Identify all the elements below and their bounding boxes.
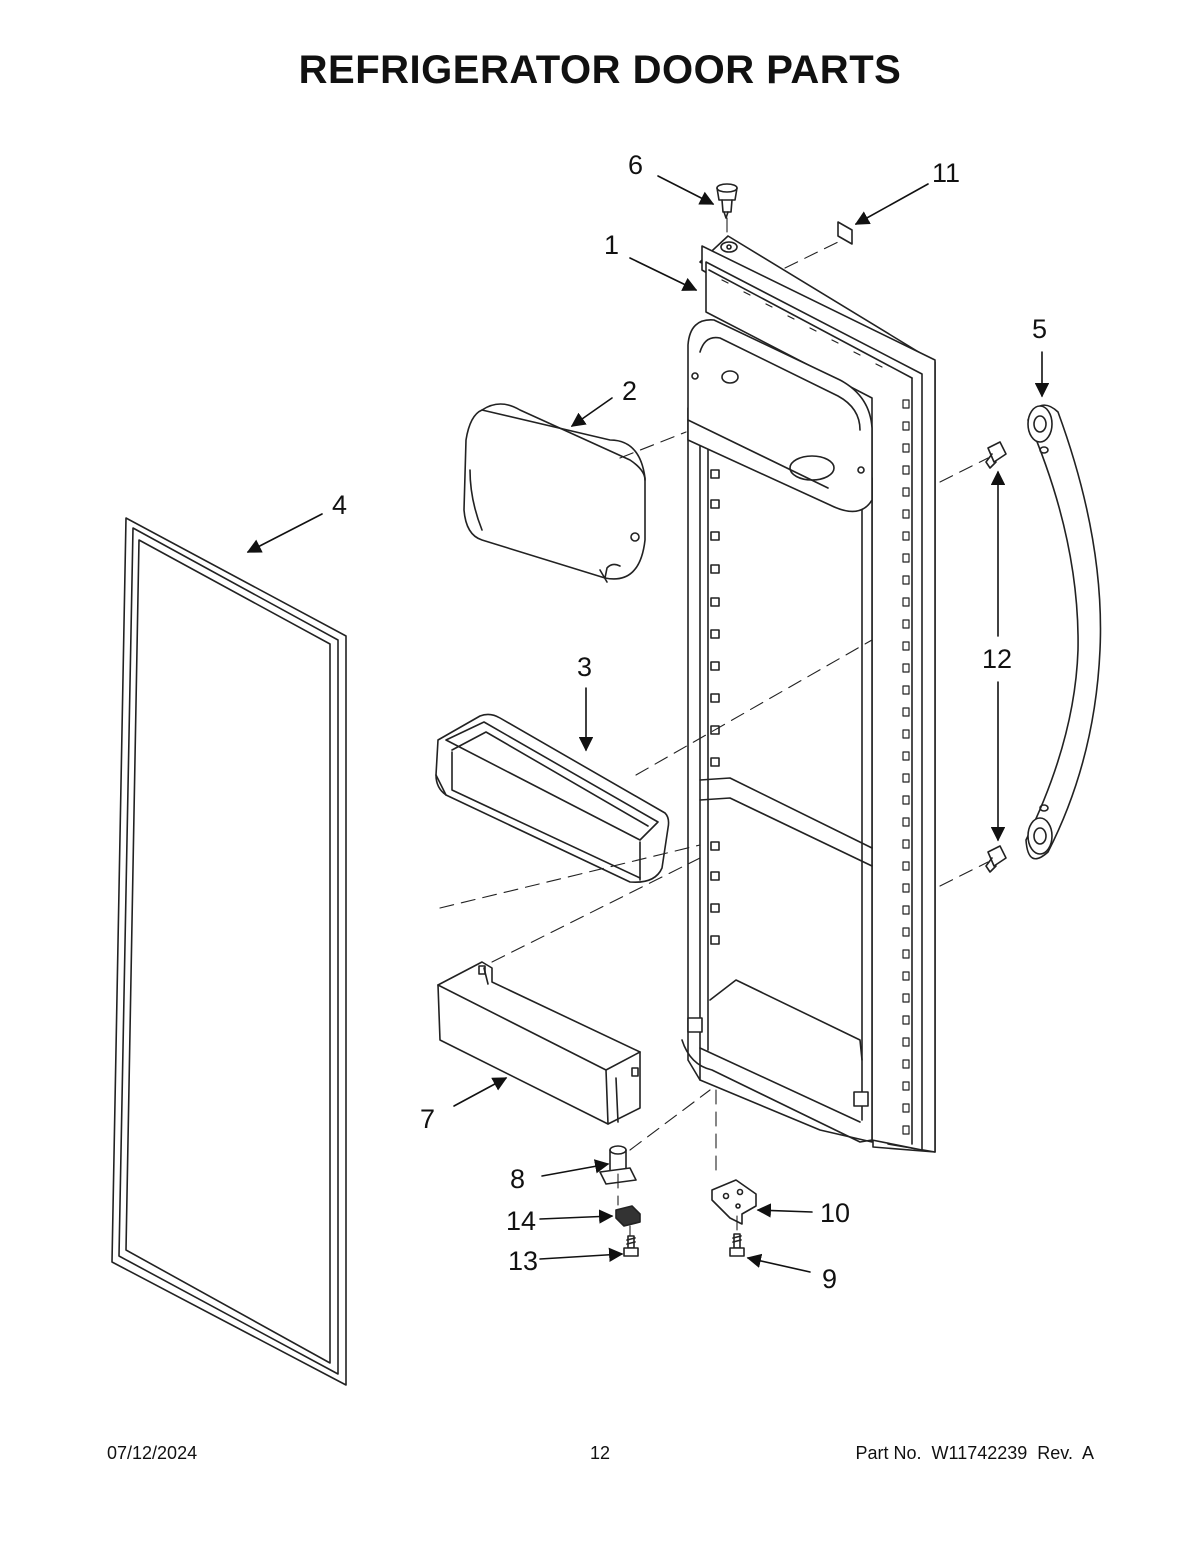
- gasket-slot: [902, 443, 910, 453]
- hinge-pin: [716, 183, 738, 219]
- gasket-slot: [902, 729, 910, 739]
- door-gasket: [111, 517, 347, 1386]
- shelf-peg: [710, 757, 720, 767]
- hinge-bracket: [711, 1179, 757, 1225]
- handle-studs: [985, 441, 1007, 873]
- footer-date: 07/12/2024: [107, 1443, 198, 1463]
- gasket-slot: [902, 663, 910, 673]
- shelf-peg: [710, 469, 720, 479]
- gasket-slot: [902, 817, 910, 827]
- callout-6: 6: [628, 150, 643, 180]
- shelf-peg: [710, 903, 720, 913]
- gasket-slot: [902, 597, 910, 607]
- callout-8: 8: [510, 1164, 525, 1194]
- alignment-lines: [439, 217, 989, 1237]
- gasket-slot: [902, 839, 910, 849]
- callout-9: 9: [822, 1264, 837, 1294]
- gasket-slot: [902, 553, 910, 563]
- dairy-door: [463, 403, 646, 583]
- callout-10: 10: [820, 1198, 850, 1228]
- gasket-slot: [902, 949, 910, 959]
- gasket-slot: [902, 993, 910, 1003]
- shelf-peg: [710, 693, 720, 703]
- gasket-slot: [902, 1103, 910, 1113]
- screw-13: [623, 1235, 639, 1257]
- screw-9: [729, 1233, 745, 1257]
- gasket-slot: [902, 1125, 910, 1135]
- bushing: [615, 1205, 641, 1227]
- gasket-slot: [902, 1037, 910, 1047]
- shelf-peg: [710, 531, 720, 541]
- callout-12: 12: [982, 644, 1012, 674]
- gasket-slot: [902, 1015, 910, 1025]
- door-handle: [1025, 404, 1102, 860]
- gasket-slot: [902, 795, 910, 805]
- gasket-slot: [902, 509, 910, 519]
- leader-arrows: [246, 175, 1050, 1273]
- callout-3: 3: [577, 652, 592, 682]
- shelf-peg: [710, 629, 720, 639]
- gasket-slot: [902, 531, 910, 541]
- callout-13: 13: [508, 1246, 538, 1276]
- gasket-slot: [902, 927, 910, 937]
- shelf-peg: [710, 871, 720, 881]
- shelf-peg: [710, 841, 720, 851]
- shelf-peg: [710, 935, 720, 945]
- callouts: 6 11 1 2 5 4 3 12 7 8 14 13 10 9: [332, 150, 1047, 1294]
- callout-4: 4: [332, 490, 347, 520]
- gasket-slot: [902, 1081, 910, 1091]
- gasket-slot: [902, 619, 910, 629]
- callout-1: 1: [604, 230, 619, 260]
- gasket-slot: [902, 751, 910, 761]
- gasket-slot: [902, 465, 910, 475]
- page-title: REFRIGERATOR DOOR PARTS: [298, 48, 902, 92]
- door-liner: [681, 235, 936, 1153]
- gasket-slot: [902, 399, 910, 409]
- gasket-slot: [902, 883, 910, 893]
- shelf-peg: [710, 661, 720, 671]
- gasket-slot: [902, 421, 910, 431]
- shelf-peg: [710, 564, 720, 574]
- gasket-slot: [902, 1059, 910, 1069]
- lower-door-bin: [437, 961, 641, 1125]
- callout-11: 11: [932, 158, 960, 188]
- gasket-slot: [902, 861, 910, 871]
- callout-2: 2: [622, 376, 637, 406]
- gasket-slot: [902, 971, 910, 981]
- callout-7: 7: [420, 1104, 435, 1134]
- callout-5: 5: [1032, 314, 1047, 344]
- gasket-slot: [902, 707, 910, 717]
- callout-14: 14: [506, 1206, 536, 1236]
- shelf-peg: [710, 597, 720, 607]
- part-label: [837, 221, 853, 245]
- footer-part-number: Part No. W11742239 Rev. A: [855, 1443, 1094, 1463]
- footer-page-number: 12: [590, 1443, 611, 1463]
- gasket-slot: [902, 487, 910, 497]
- door-bin: [435, 713, 670, 884]
- gasket-slot: [902, 773, 910, 783]
- gasket-slot: [902, 685, 910, 695]
- shelf-peg: [710, 499, 720, 509]
- gasket-slot: [902, 575, 910, 585]
- gasket-slot: [902, 905, 910, 915]
- gasket-slot: [902, 641, 910, 651]
